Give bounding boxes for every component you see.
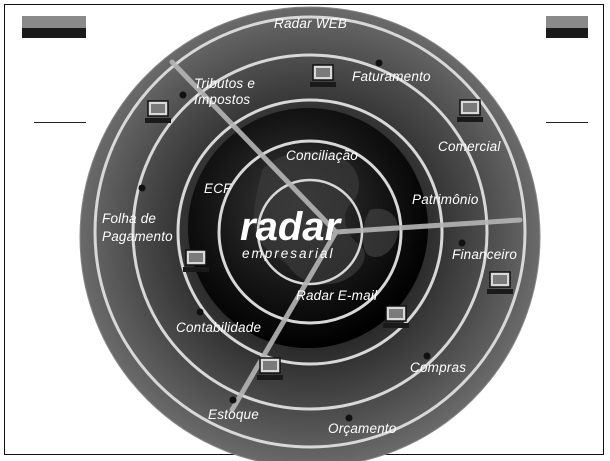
computer-icon <box>257 357 283 380</box>
globe-landmass <box>253 151 365 285</box>
label-orcamento: Orçamento <box>328 421 397 436</box>
corner-decoration-right-dark <box>546 28 588 38</box>
label-ecf: ECF <box>204 181 232 196</box>
label-conciliacao: Conciliação <box>286 148 358 163</box>
label-estoque: Estoque <box>208 407 259 422</box>
label-radar-email: Radar E-mail <box>296 288 378 303</box>
label-patrimonio: Patrimônio <box>412 192 479 207</box>
computer-icon <box>310 64 336 87</box>
label-tributos-1: Tributos e <box>194 76 255 91</box>
divider-left <box>34 122 86 123</box>
label-faturamento: Faturamento <box>352 69 431 84</box>
computer-icon <box>487 271 513 294</box>
brand-tagline: empresarial <box>242 246 335 261</box>
radar-rings <box>93 15 527 449</box>
divider-right <box>546 122 588 123</box>
label-compras: Compras <box>410 360 466 375</box>
radar-beams <box>169 59 523 413</box>
label-financeiro: Financeiro <box>452 247 517 262</box>
label-contabilidade: Contabilidade <box>176 320 261 335</box>
brand-logo: radar <box>240 205 342 249</box>
corner-decoration-right <box>546 16 588 28</box>
label-folha-2: Pagamento <box>102 229 173 244</box>
corner-decoration-left <box>22 16 86 28</box>
computer-icon <box>383 305 409 328</box>
label-comercial: Comercial <box>438 139 501 154</box>
computer-icon <box>183 249 209 272</box>
ring-dots <box>138 59 466 422</box>
computer-icon <box>145 100 171 123</box>
globe-landmass-2 <box>362 208 399 258</box>
computer-icon <box>457 99 483 122</box>
label-tributos-2: Impostos <box>194 92 250 107</box>
label-folha-1: Folha de <box>102 211 156 226</box>
corner-decoration-left-dark <box>22 28 86 38</box>
label-radar-web: Radar WEB <box>274 16 347 31</box>
